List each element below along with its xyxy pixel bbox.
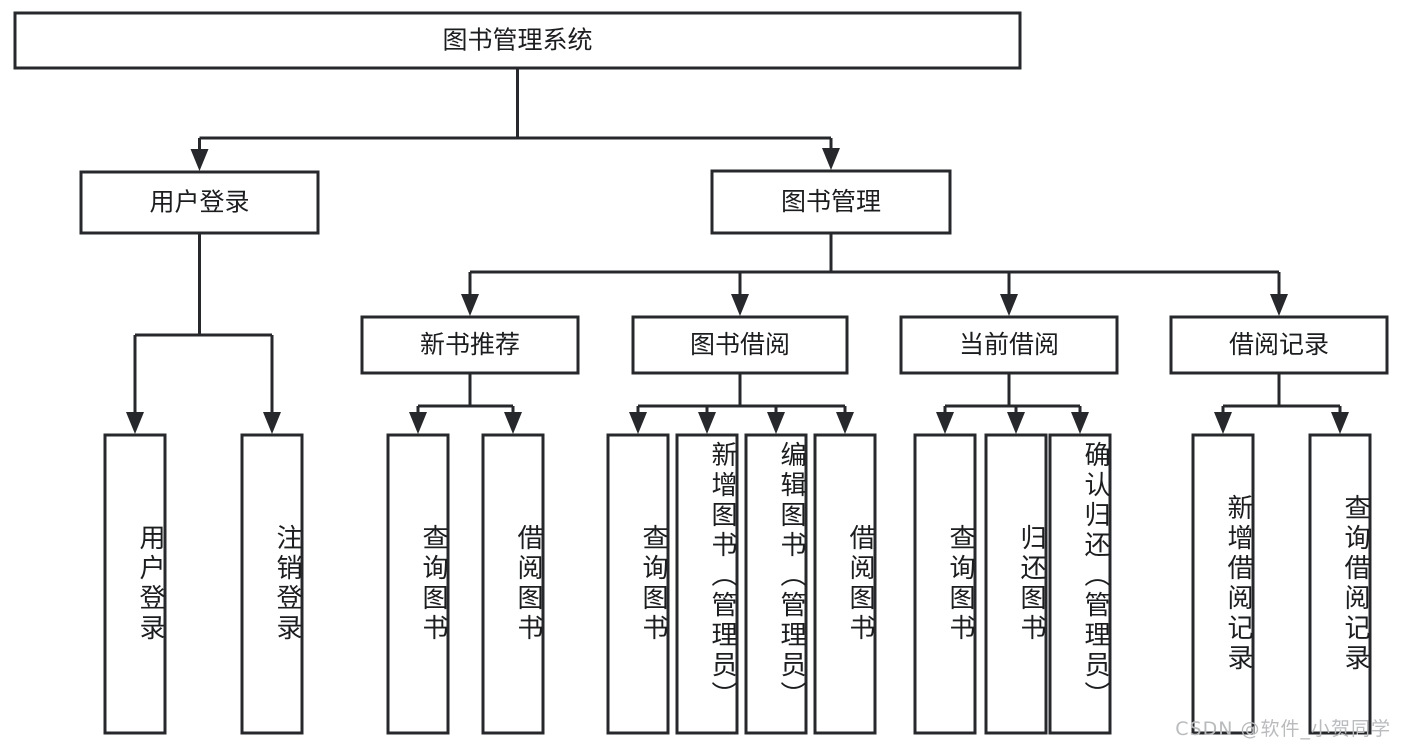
arrow-head-icon: [409, 412, 427, 434]
level3-node-borrow-record[interactable]: 借阅记录: [1169, 315, 1389, 375]
leaf-node-leaf-query-record[interactable]: [1308, 433, 1372, 735]
leaf-node-leaf-borrow-book-2[interactable]: [813, 433, 877, 735]
leaf-node-rect: [1308, 433, 1372, 735]
level3-node-new-book-recommend-rect: [360, 315, 580, 375]
edge-record-to-leaves: [1214, 373, 1349, 434]
arrow-head-icon: [1007, 412, 1025, 434]
leaf-node-leaf-logout[interactable]: [240, 433, 304, 735]
level2-node-book-manage-label: 图书管理: [781, 187, 881, 216]
arrow-head-icon: [629, 412, 647, 434]
arrow-head-icon: [731, 294, 749, 316]
connectors-layer: [126, 68, 1349, 434]
level2-node-book-manage-rect: [710, 169, 952, 235]
leaf-node-rect: [240, 433, 304, 735]
leaf-node-leaf-add-record[interactable]: [1191, 433, 1255, 735]
arrow-head-icon: [263, 412, 281, 434]
leaf-node-rect: [675, 433, 739, 735]
level3-node-book-borrow-label: 图书借阅: [690, 330, 790, 359]
level3-node-borrow-record-label: 借阅记录: [1229, 330, 1329, 359]
arrow-head-icon: [504, 412, 522, 434]
level3-node-borrow-record-rect: [1169, 315, 1389, 375]
arrow-head-icon: [1214, 412, 1232, 434]
level2-node-user-login-label: 用户登录: [149, 188, 249, 217]
root-node-root-rect: [13, 11, 1022, 70]
leaf-node-leaf-return-book[interactable]: [984, 433, 1048, 735]
level2-node-book-manage[interactable]: 图书管理: [710, 169, 952, 235]
leaf-node-rect: [744, 433, 808, 735]
level3-node-book-borrow-rect: [631, 315, 849, 375]
edge-userlogin-to-leaves: [126, 233, 281, 434]
leaf-node-leaf-query-book-2[interactable]: [606, 433, 670, 735]
edge-root-to-level2: [190, 68, 840, 171]
arrow-head-icon: [1270, 294, 1288, 316]
level3-node-new-book-recommend-label: 新书推荐: [420, 330, 520, 359]
leaf-node-rect: [1048, 433, 1112, 735]
arrow-head-icon: [1000, 294, 1018, 316]
leaf-node-leaf-query-book-3[interactable]: [913, 433, 977, 735]
edge-recommend-to-leaves: [409, 373, 522, 434]
leaf-node-leaf-edit-book[interactable]: [744, 433, 808, 735]
level3-node-current-borrow-label: 当前借阅: [959, 330, 1059, 359]
arrow-head-icon: [836, 412, 854, 434]
level2-node-user-login-rect: [79, 170, 320, 235]
leaf-node-rect: [606, 433, 670, 735]
root-node-root[interactable]: 图书管理系统: [13, 11, 1022, 70]
leaf-node-leaf-confirm-return[interactable]: [1048, 433, 1112, 735]
leaf-node-rect: [984, 433, 1048, 735]
arrow-head-icon: [822, 148, 840, 170]
arrow-head-icon: [1331, 412, 1349, 434]
leaf-node-rect: [813, 433, 877, 735]
level2-node-user-login[interactable]: 用户登录: [79, 170, 320, 235]
edge-current-to-leaves: [936, 373, 1089, 434]
level3-node-current-borrow-rect: [899, 315, 1119, 375]
level3-node-current-borrow[interactable]: 当前借阅: [899, 315, 1119, 375]
root-node-root-label: 图书管理系统: [442, 26, 592, 55]
edge-borrow-to-leaves: [629, 373, 854, 434]
leaf-node-rect: [481, 433, 545, 735]
arrow-head-icon: [126, 412, 144, 434]
arrow-head-icon: [461, 294, 479, 316]
leaf-node-rect: [103, 433, 167, 735]
leaf-node-leaf-borrow-book-1[interactable]: [481, 433, 545, 735]
arrow-head-icon: [1071, 412, 1089, 434]
arrow-head-icon: [767, 412, 785, 434]
leaf-node-leaf-query-book-1[interactable]: [386, 433, 450, 735]
leaf-node-rect: [913, 433, 977, 735]
leaf-node-rect: [386, 433, 450, 735]
arrow-head-icon: [190, 149, 209, 171]
leaf-node-rect: [1191, 433, 1255, 735]
leaf-node-leaf-add-book[interactable]: [675, 433, 739, 735]
leaf-node-leaf-user-login[interactable]: [103, 433, 167, 735]
edge-bookmanage-to-level3: [461, 233, 1288, 316]
arrow-head-icon: [698, 412, 716, 434]
level3-node-new-book-recommend[interactable]: 新书推荐: [360, 315, 580, 375]
arrow-head-icon: [936, 412, 954, 434]
level3-node-book-borrow[interactable]: 图书借阅: [631, 315, 849, 375]
